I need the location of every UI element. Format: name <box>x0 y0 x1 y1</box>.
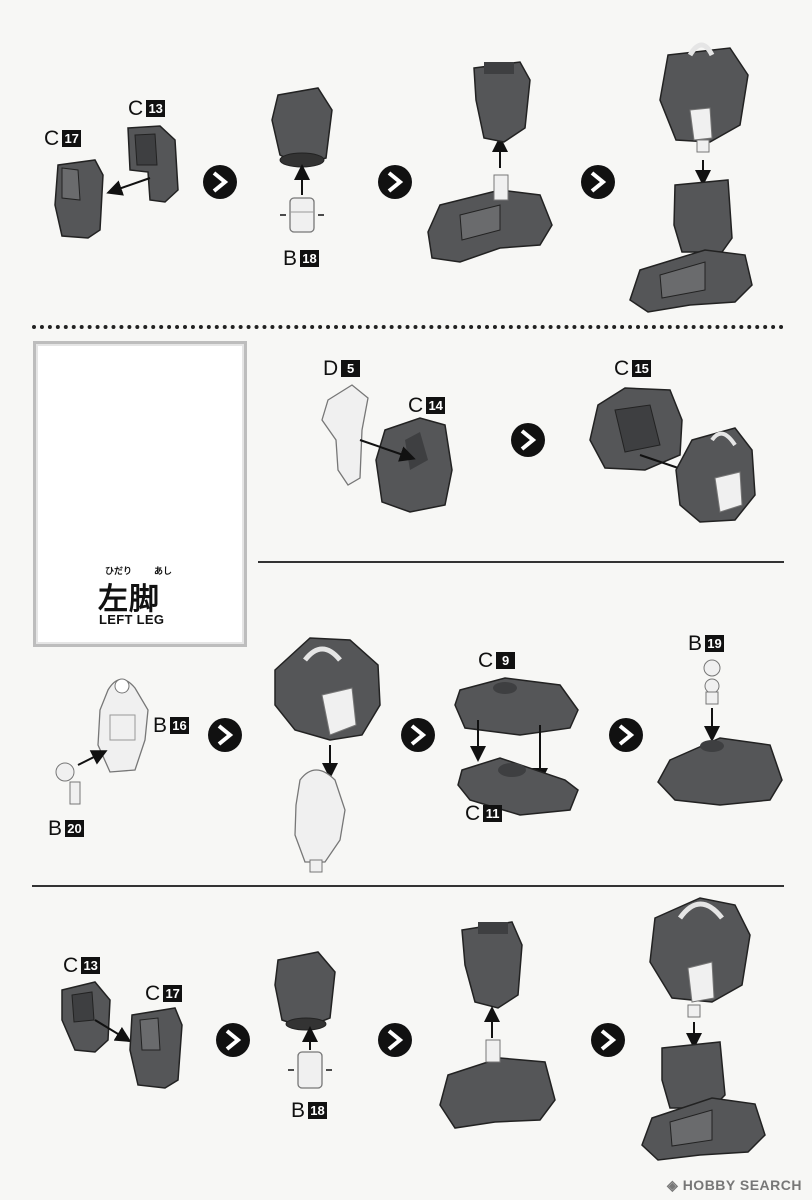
reference-title-english: LEFT LEG <box>99 612 165 627</box>
hobby-search-watermark: ◈ HOBBY SEARCH <box>667 1177 802 1193</box>
part-foot-base-2 <box>657 737 783 806</box>
part-b20-joint <box>55 762 81 805</box>
part-c13-frame-2 <box>61 981 111 1053</box>
ruby-ashi: あし <box>154 566 173 576</box>
left-leg-reference-panel <box>33 341 247 647</box>
part-c11-foot-bottom <box>457 757 579 816</box>
part-leg-assembled-1 <box>629 179 753 313</box>
step-arrow-icon <box>511 423 545 457</box>
part-knee-armor-2 <box>675 427 756 523</box>
step-arrow-icon <box>216 1023 250 1057</box>
reference-title-kanji: 左脚 <box>98 582 160 617</box>
part-b19-joint <box>703 659 721 705</box>
step-arrow-icon <box>401 718 435 752</box>
part-c17-shin <box>54 159 104 239</box>
part-knee-armor-3 <box>274 637 381 741</box>
watermark-icon: ◈ <box>667 1177 683 1193</box>
step-arrow-icon <box>378 165 412 199</box>
part-d5-inner <box>321 384 369 486</box>
part-shin-assembled-2 <box>461 921 523 1009</box>
part-c9-foot-top <box>454 677 579 736</box>
step-arrow-icon <box>203 165 237 199</box>
part-leg-assembled-2 <box>641 1041 766 1161</box>
part-c14-knee <box>375 417 453 513</box>
part-shin-assembled-1 <box>473 61 531 143</box>
section-divider-dotted <box>32 325 784 329</box>
reference-ruby: ひだり あし <box>105 564 172 577</box>
part-knee-armor-1 <box>659 42 749 153</box>
step-arrow-icon <box>208 718 242 752</box>
part-foot-base-1 <box>427 174 553 263</box>
part-knee-armor-4 <box>649 897 751 1018</box>
part-c15-frame <box>589 387 683 471</box>
ruby-hidari: ひだり <box>105 566 133 576</box>
part-b18-joint-2 <box>288 1051 332 1089</box>
section-divider-line <box>32 885 784 887</box>
part-c17-shin-2 <box>129 1007 183 1089</box>
part-b16-frame-assembled <box>294 769 346 873</box>
part-foot-base-3 <box>439 1039 556 1129</box>
part-c13-frame <box>127 125 179 203</box>
section-divider-line <box>258 561 784 563</box>
step-arrow-icon <box>378 1023 412 1057</box>
step-arrow-icon <box>591 1023 625 1057</box>
part-knee-upper-2 <box>274 951 336 1031</box>
part-knee-upper <box>271 87 333 168</box>
step-arrow-icon <box>581 165 615 199</box>
step-arrow-icon <box>609 718 643 752</box>
part-b18-joint <box>280 197 324 233</box>
part-b16-frame <box>97 678 149 773</box>
